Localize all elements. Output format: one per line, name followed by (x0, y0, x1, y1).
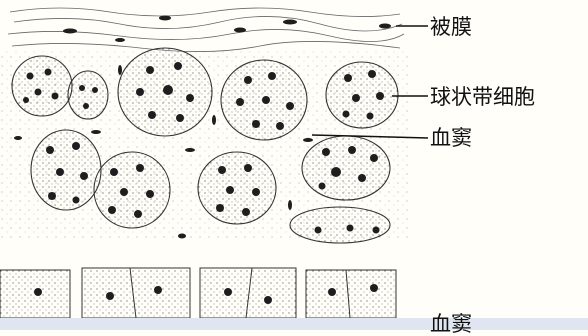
lower-section (0, 268, 396, 318)
label-capsule: 被膜 (430, 17, 472, 38)
label-blood-sinus: 血窦 (430, 128, 472, 149)
label-zona-glomerulosa: 球状带细胞 (430, 87, 535, 108)
label-bottom-cut: 血窦 (430, 314, 472, 335)
bottom-band (0, 318, 588, 330)
